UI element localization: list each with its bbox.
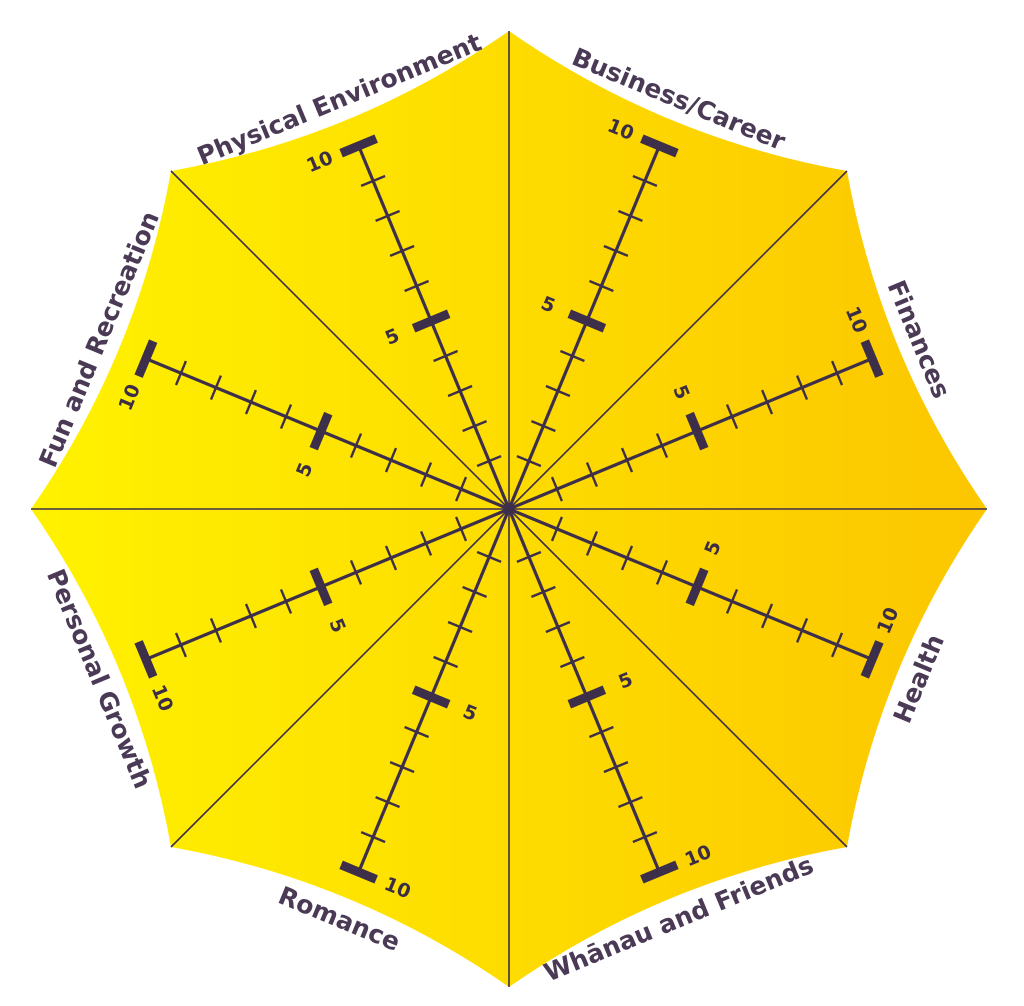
scale-tick-10 — [860, 339, 884, 378]
scale-tick-7 — [389, 244, 415, 258]
scale-tick-7 — [760, 389, 774, 415]
scale-axis — [357, 145, 511, 510]
scale-tick-8 — [617, 795, 643, 809]
scale-tick-3 — [545, 384, 571, 398]
scale-tick-5 — [685, 411, 709, 451]
scale-tick-2 — [462, 585, 488, 599]
scale-tick-9 — [174, 632, 188, 658]
scale-tick-6 — [404, 725, 430, 739]
scale-tick-8 — [795, 617, 809, 643]
scale-axis — [507, 145, 661, 510]
scale-physical-environment: 510 — [303, 134, 511, 510]
scale-tick-7 — [603, 760, 629, 774]
scale-tick-1 — [454, 476, 468, 502]
scale-tick-6 — [725, 404, 739, 430]
scale-tick-2 — [419, 530, 433, 556]
scale-tick-4 — [433, 655, 459, 669]
scale-tick-4 — [559, 349, 585, 363]
scale-tick-1 — [516, 454, 542, 468]
scale-tick-1 — [550, 476, 564, 502]
scale-romance: 510 — [339, 508, 511, 903]
segment-divider-8 — [170, 170, 510, 510]
scale-tick-1 — [516, 550, 542, 564]
scale-tick-3 — [620, 545, 634, 571]
segment-divider-4 — [508, 508, 848, 848]
scale-tick-7 — [244, 389, 258, 415]
scale-tick-10 — [339, 134, 378, 158]
scale-tick-4 — [349, 433, 363, 459]
scale-axis — [507, 508, 661, 873]
scale-tick-1 — [476, 454, 502, 468]
scale-tick-9 — [174, 360, 188, 386]
scale-tick-4 — [655, 559, 669, 585]
segment-divider-2 — [508, 170, 848, 510]
segment-divider-6 — [170, 508, 510, 848]
scale-tick-5 — [411, 685, 451, 709]
scale-axis — [357, 508, 511, 873]
scale-axis — [508, 507, 873, 661]
scale-tick-8 — [375, 795, 401, 809]
scale-tick-3 — [545, 620, 571, 634]
scale-tick-8 — [209, 375, 223, 401]
scale-tick-9 — [360, 830, 386, 844]
scale-tick-1 — [550, 516, 564, 542]
scale-tick-3 — [447, 384, 473, 398]
scale-tick-5 — [567, 309, 607, 333]
scale-tick-8 — [795, 375, 809, 401]
scale-tick-6 — [588, 279, 614, 293]
scale-tick-10 — [134, 339, 158, 378]
scale-tick-2 — [530, 585, 556, 599]
scale-tick-6 — [279, 588, 293, 614]
scale-tick-10 — [640, 860, 679, 884]
scale-tick-8 — [209, 617, 223, 643]
scale-tick-7 — [760, 603, 774, 629]
segment-dividers — [31, 31, 987, 987]
scale-tick-4 — [349, 559, 363, 585]
scale-tick-7 — [603, 244, 629, 258]
scale-tick-10 — [134, 640, 158, 679]
scale-axis — [145, 357, 510, 511]
scale-tick-8 — [617, 209, 643, 223]
scale-tick-9 — [632, 174, 658, 188]
scale-tick-10 — [640, 134, 679, 158]
scale-tick-3 — [384, 545, 398, 571]
scale-tick-5 — [309, 411, 333, 451]
scale-axis — [508, 357, 873, 511]
scale-tick-10 — [339, 860, 378, 884]
scale-tick-9 — [632, 830, 658, 844]
scale-tick-3 — [384, 447, 398, 473]
scale-tick-2 — [530, 419, 556, 433]
scale-tick-4 — [655, 433, 669, 459]
scale-tick-1 — [454, 516, 468, 542]
scale-axis — [145, 507, 510, 661]
scale-tick-5 — [685, 567, 709, 607]
scale-tick-9 — [830, 360, 844, 386]
scale-tick-7 — [389, 760, 415, 774]
scale-tick-6 — [588, 725, 614, 739]
scale-tick-10 — [860, 640, 884, 679]
scale-tick-2 — [585, 462, 599, 488]
scale-tick-4 — [559, 655, 585, 669]
scale-tick-5 — [567, 685, 607, 709]
scale-tick-5 — [309, 567, 333, 607]
scale-tick-6 — [725, 588, 739, 614]
scale-tick-1 — [476, 550, 502, 564]
scale-tick-2 — [419, 462, 433, 488]
scale-tick-7 — [244, 603, 258, 629]
scale-tick-6 — [404, 279, 430, 293]
scale-tick-4 — [433, 349, 459, 363]
scale-tick-2 — [462, 419, 488, 433]
scale-tick-3 — [620, 447, 634, 473]
scale-tick-6 — [279, 404, 293, 430]
scale-tick-8 — [375, 209, 401, 223]
scale-tick-2 — [585, 530, 599, 556]
scale-health: 510 — [508, 507, 903, 679]
scale-tick-9 — [830, 632, 844, 658]
scale-tick-3 — [447, 620, 473, 634]
scale-tick-9 — [360, 174, 386, 188]
scale-tick-5 — [411, 309, 451, 333]
